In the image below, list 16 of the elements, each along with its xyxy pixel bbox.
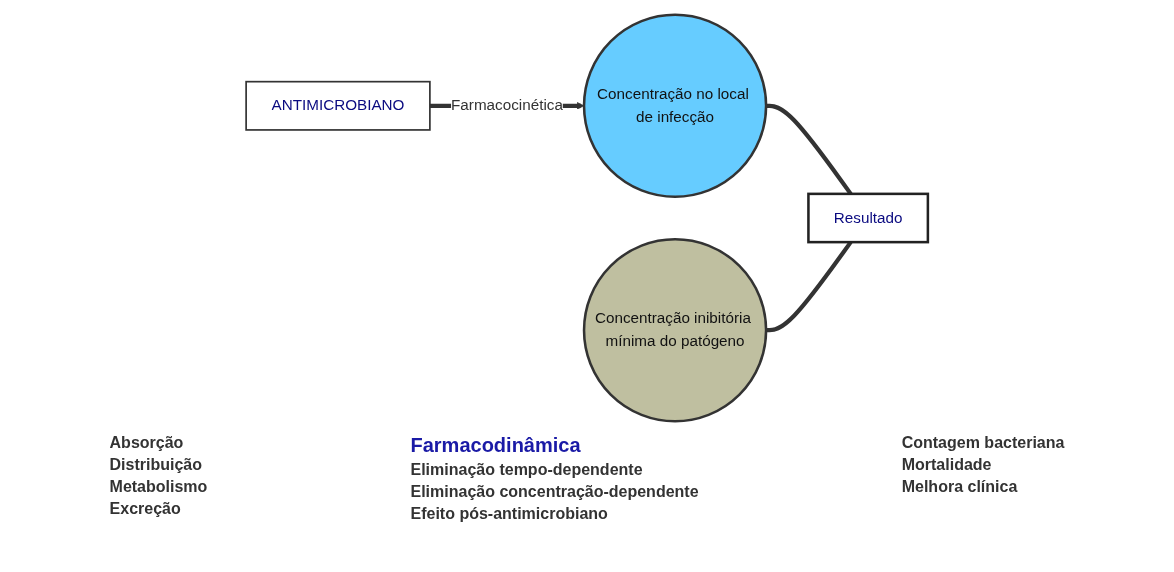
pharmacokinetics-item: Distribuição (109, 456, 204, 474)
node-box: Resultado (807, 192, 930, 244)
pharmacokinetics-item: Metabolismo (109, 478, 208, 496)
outcome-text: Contagem bacteriana (901, 434, 1065, 452)
outcome-text: Mortalidade (901, 456, 993, 474)
pharmacokinetics-item: Absorção (109, 434, 185, 452)
section-heading: Farmacodinâmica (410, 434, 582, 457)
node-box: ANTIMICROBIANO (245, 80, 431, 131)
edge-label: Farmacocinética (451, 96, 563, 114)
outcome-text: Melhora clínica (901, 478, 1019, 496)
node-circle: Concentração no local de infecção (582, 13, 768, 199)
pharmacodynamics-item: Eliminação tempo-dependente (410, 461, 644, 479)
pharmacodynamics-item: Efeito pós-antimicrobiano (410, 505, 609, 523)
pharmacodynamics-item: Eliminação concentração-dependente (410, 483, 699, 501)
pharmacokinetics-item: Excreção (109, 500, 182, 518)
node-circle: Concentração inibitória mínima do patógeno (582, 237, 768, 423)
